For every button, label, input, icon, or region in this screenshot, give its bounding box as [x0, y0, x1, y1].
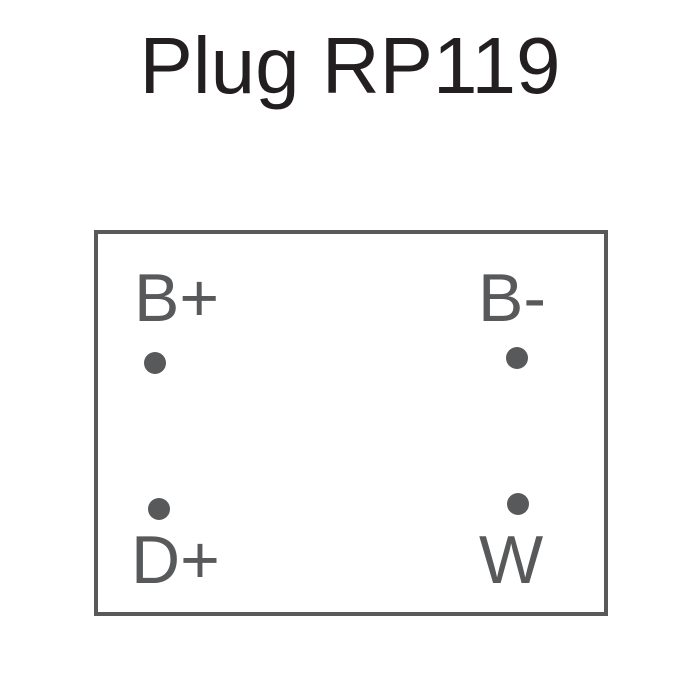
pin-dot-d-plus	[148, 498, 170, 520]
plug-outline-box: B+ B- D+ W	[94, 230, 608, 616]
pin-dot-w	[507, 493, 529, 515]
pin-label-d-plus: D+	[131, 522, 220, 598]
pin-label-b-plus: B+	[134, 260, 220, 336]
pin-label-b-minus: B-	[478, 260, 546, 336]
pin-dot-b-minus	[506, 347, 528, 369]
pin-label-w: W	[479, 522, 544, 598]
pin-dot-b-plus	[144, 352, 166, 374]
page-title: Plug RP119	[139, 21, 561, 110]
